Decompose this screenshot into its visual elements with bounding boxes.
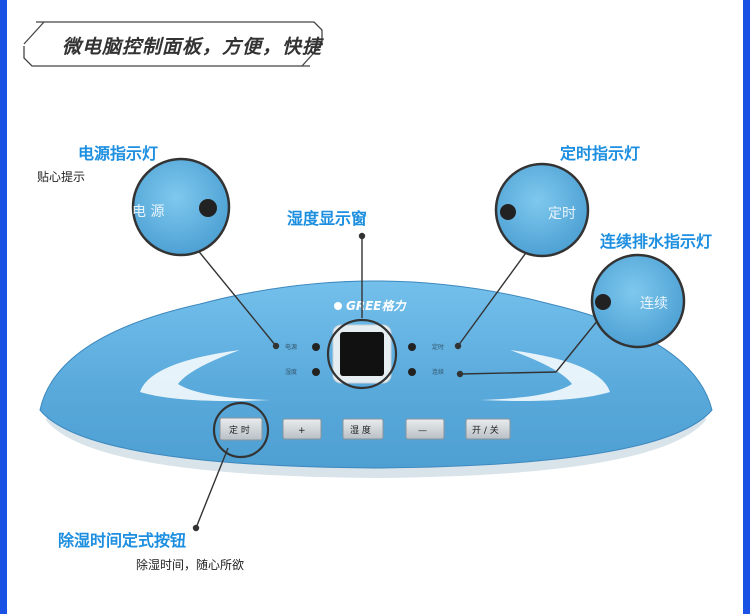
timer-indicator-light <box>408 343 416 351</box>
zoom-timer-light <box>500 204 516 220</box>
power-leader-dot <box>272 342 280 350</box>
swoosh-right <box>480 350 610 401</box>
power-indicator-title: 电源指示灯 <box>78 144 159 163</box>
left-border-bar <box>0 0 7 614</box>
power-button-label: 开 / 关 <box>472 424 499 436</box>
minus-button-label: — <box>418 426 427 436</box>
power-indicator-light <box>312 343 320 351</box>
humidity-button-label: 湿 度 <box>350 424 371 436</box>
zoom-drain-light <box>595 294 611 310</box>
power-leader-line <box>195 247 277 347</box>
display-highlight-ring <box>326 318 398 390</box>
zoom-timer: 定时 <box>494 162 590 258</box>
drain-leader-dot <box>456 370 464 378</box>
right-border-bar <box>743 0 750 614</box>
humidity-indicator-light <box>312 368 320 376</box>
display-leader-dot <box>358 232 366 240</box>
banner-frame <box>23 21 323 67</box>
timer-button-subtitle: 除湿时间，随心所欲 <box>136 558 245 572</box>
timer-leader-line <box>457 249 529 347</box>
timer-button-label: 定 时 <box>229 424 250 436</box>
drain-indicator-label: 连续 <box>432 368 444 376</box>
drain-indicator-title: 连续排水指示灯 <box>600 232 713 251</box>
brand-name: GREE格力 <box>346 299 407 313</box>
plus-button-label: + <box>298 426 306 436</box>
timer-button-highlight-ring <box>212 401 270 459</box>
zoom-timer-label: 定时 <box>548 206 576 222</box>
timer-leader-dot <box>454 342 462 350</box>
power-indicator-subtitle: 贴心提示 <box>37 170 86 184</box>
humidity-button[interactable]: 湿 度 <box>342 418 384 440</box>
power-button[interactable]: 开 / 关 <box>465 418 511 440</box>
timer-button-leader-dot <box>192 524 200 532</box>
timer-indicator-title: 定时指示灯 <box>560 144 641 163</box>
timer-indicator-label: 定时 <box>432 343 444 351</box>
banner: 微电脑控制面板，方便，快捷 <box>22 18 324 70</box>
power-indicator-label: 电源 <box>285 343 297 351</box>
timer-button-title: 除湿时间定式按钮 <box>58 531 187 550</box>
timer-button-leader-line <box>195 447 229 529</box>
minus-button[interactable]: — <box>405 418 445 440</box>
zoom-drain-label: 连续 <box>640 295 668 312</box>
brand-logo: GREE格力 <box>334 299 407 313</box>
zoom-power: 电 源 <box>131 157 231 257</box>
zoom-power-label: 电 源 <box>132 204 164 220</box>
swoosh-left <box>140 350 270 401</box>
leader-lines <box>192 232 599 532</box>
humidity-display-title: 湿度显示窗 <box>287 209 368 228</box>
banner-title: 微电脑控制面板，方便，快捷 <box>62 36 323 58</box>
humidity-display-window <box>340 332 384 376</box>
timer-button[interactable]: 定 时 <box>219 417 263 441</box>
drain-leader-line-b <box>459 371 557 375</box>
drain-indicator-light <box>408 368 416 376</box>
zoom-drain: 连续 <box>590 253 686 349</box>
humidity-indicator-label: 湿度 <box>285 368 297 376</box>
zoom-power-light <box>199 199 217 217</box>
plus-button[interactable]: + <box>282 418 322 440</box>
drain-leader-line-a <box>555 319 599 373</box>
